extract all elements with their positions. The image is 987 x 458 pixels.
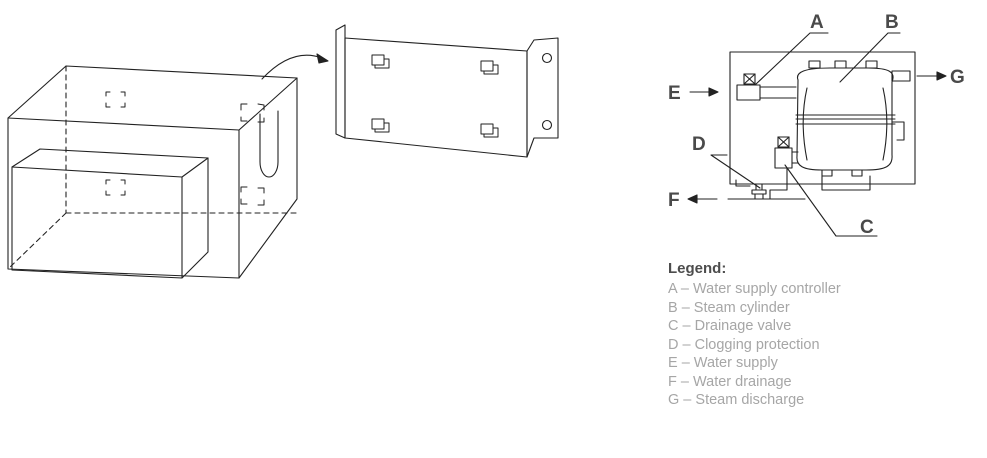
legend-item-g: G – Steam discharge [668,392,805,408]
callout-d: D [692,134,706,155]
move-arrow [261,53,329,80]
mounting-plate [335,24,559,158]
legend-item-d: D – Clogging protection [668,336,820,353]
legend-item-c: C – Drainage valve [668,318,792,334]
drainage-valve [774,136,799,169]
callout-c: C [860,217,874,238]
water-supply-controller [736,73,797,101]
drain-pipe [727,167,871,200]
legend-list: A – Water supply controller B – Steam cy… [668,280,841,410]
legend-item-e: E – Water supply [668,355,778,371]
cabinet-box [7,65,298,279]
legend-item-f: F – Water drainage [668,373,792,390]
callout-a: A [810,12,824,33]
callout-f: F [668,190,680,211]
callout-e: E [668,83,681,104]
legend-item-b: B – Steam cylinder [668,299,790,316]
humidifier-schematic [687,32,947,237]
legend: Legend: A – Water supply controller B – … [668,260,841,410]
steam-cylinder [795,60,911,177]
callout-g: G [950,67,965,88]
legend-item-a: A – Water supply controller [668,281,841,297]
callout-b: B [885,12,899,33]
legend-title: Legend: [668,260,727,277]
